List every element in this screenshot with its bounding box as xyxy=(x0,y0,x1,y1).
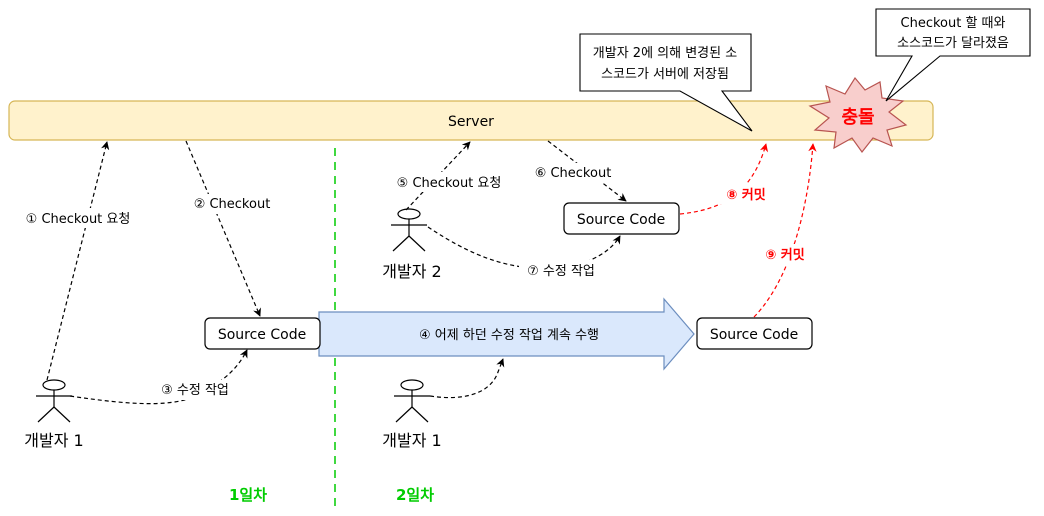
arrow-step-5 xyxy=(405,141,471,211)
step-2-label: ② Checkout xyxy=(194,197,271,212)
arrow-step-1 xyxy=(46,141,110,381)
source-code-box-dev1-day1: Source Code xyxy=(204,317,321,350)
source-code-label: Source Code xyxy=(577,212,665,228)
day-1-label: 1일차 xyxy=(229,486,267,504)
day-2-label: 2일차 xyxy=(396,486,434,504)
actor-dev2 xyxy=(391,208,427,252)
collision-label: 충돌 xyxy=(841,107,874,128)
server: Server xyxy=(8,100,934,141)
actor-dev1-day2-label: 개발자 1 xyxy=(382,431,441,450)
source-code-box-dev1-day2: Source Code xyxy=(696,317,813,350)
source-code-label: Source Code xyxy=(710,327,798,343)
arrow-step-9 xyxy=(753,143,817,318)
step-8-label: ⑧ 커밋 xyxy=(726,187,765,203)
actor-dev2-label: 개발자 2 xyxy=(382,262,441,281)
source-code-label: Source Code xyxy=(218,327,306,343)
actor-dev1-day1 xyxy=(36,379,72,423)
callout-differs-line2: 소스코드가 달라졌음 xyxy=(897,36,1009,51)
step-9-label: ⑨ 커밋 xyxy=(765,247,804,263)
callout-saved-line2: 스코드가 서버에 저장됨 xyxy=(601,67,729,82)
step-7-label: ⑦ 수정 작업 xyxy=(527,264,595,279)
callout-source-differs: Checkout 할 때와 소스코드가 달라졌음 xyxy=(875,8,1031,102)
source-code-box-dev2: Source Code xyxy=(563,202,680,235)
arrow-dev1-day2-work xyxy=(429,358,505,399)
collision-burst: 충돌 xyxy=(808,76,908,154)
callout-differs-line1: Checkout 할 때와 xyxy=(901,16,1006,31)
step-5-label: ⑤ Checkout 요청 xyxy=(397,176,502,191)
step-6-label: ⑥ Checkout xyxy=(535,166,612,181)
step-1-label: ① Checkout 요청 xyxy=(26,212,131,227)
step-4-label: ④ 어제 하던 수정 작업 계속 수행 xyxy=(419,327,599,343)
arrow-step-2 xyxy=(185,140,261,317)
step-3-label: ③ 수정 작업 xyxy=(161,383,229,398)
actor-dev1-day1-label: 개발자 1 xyxy=(24,431,83,450)
continue-work-arrow: ④ 어제 하던 수정 작업 계속 수행 xyxy=(318,297,695,371)
server-label: Server xyxy=(448,114,494,130)
callout-server-saved: 개발자 2에 의해 변경된 소 스코드가 서버에 저장됨 xyxy=(579,33,753,132)
actor-dev1-day2 xyxy=(394,379,430,423)
callout-saved-line1: 개발자 2에 의해 변경된 소 xyxy=(593,46,737,61)
